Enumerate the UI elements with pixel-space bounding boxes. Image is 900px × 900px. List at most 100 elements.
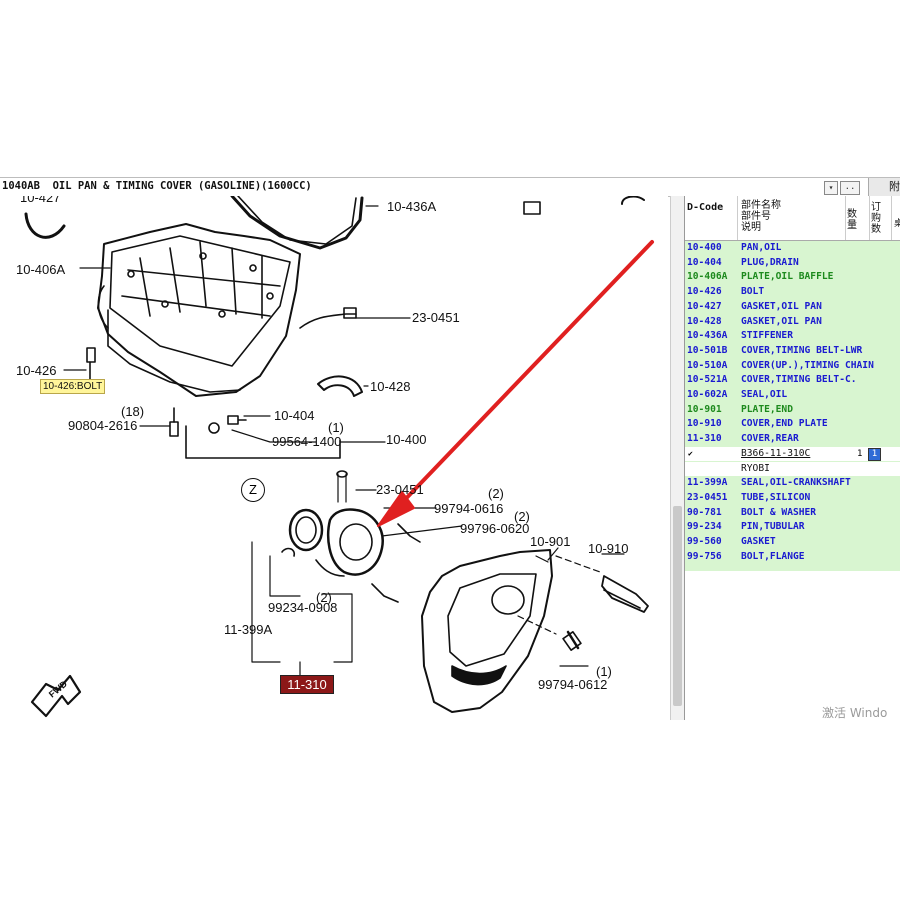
callout-10-428: 10-428 [370,379,411,394]
row-part-name: PLUG,DRAIN [741,256,799,268]
row-dcode: 23-0451 [687,491,728,503]
title-dropdown-button[interactable]: ▾ [824,181,838,195]
table-row[interactable]: 10-426 BOLT [685,285,900,300]
table-row[interactable]: 23-0451 TUBE,SILICON [685,491,900,506]
row-part-name: SEAL,OIL [741,389,788,400]
callout-99796-0620: 99796-0620 [460,521,530,536]
diagram-drawing: FWD [24,196,654,718]
scrollbar-thumb[interactable] [673,506,682,706]
oil-pan-illustration [24,196,364,459]
callout-qty-1a: (1) [328,420,344,435]
callout-qty-18: (18) [121,404,145,419]
activation-watermark: 激活 Windo [822,706,888,720]
table-row[interactable]: 10-501B COVER,TIMING BELT-LWR [685,344,900,359]
title-bar: 1040AB OIL PAN & TIMING COVER (GASOLINE)… [0,177,900,197]
parts-table-header: D-Code 部件名称 部件号 说明 数量 订购数 桌 [685,196,900,241]
detail-z-marker: Z [241,478,265,502]
table-row[interactable]: 99-234 PIN,TUBULAR [685,520,900,535]
row-part-name: BOLT & WASHER [741,506,817,518]
callout-10-910: 10-910 [588,541,629,556]
diagram-scrollbar[interactable] [670,196,685,720]
callout-10-404: 10-404 [274,408,315,423]
callout-99794-0612: 99794-0612 [538,677,608,692]
row-part-name: PIN,TUBULAR [741,521,805,533]
row-dcode: 10-428 [687,315,722,327]
rear-cover-illustration [251,470,589,681]
callout-11-399a: 11-399A [224,622,273,637]
callout-10-901: 10-901 [530,534,571,549]
callout-qty-2b: (2) [514,509,530,524]
row-part-name: COVER,TIMING BELT-LWR [741,344,863,356]
row-part-name: COVER,REAR [741,433,799,445]
row-part-name: COVER,END PLATE [741,418,828,430]
header-quantity[interactable]: 数量 [847,209,857,231]
table-row[interactable]: 10-901 PLATE,END [685,403,900,418]
table-row[interactable]: 10-510A COVER(UP.),TIMING CHAIN [685,359,900,374]
callout-23-0451-top: 23-0451 [412,310,460,325]
row-dcode: 10-427 [687,300,722,312]
selected-check-icon[interactable]: ✔ [688,448,693,458]
row-part-name: COVER(UP.),TIMING CHAIN [741,359,874,371]
row-dcode: 10-426 [687,286,722,298]
header-ordered[interactable]: 订购数 [871,202,881,235]
callout-10-400: 10-400 [386,432,427,447]
row-part-name: BOLT [741,286,765,298]
callout-10-426: 10-426 [16,363,57,378]
row-dcode: 10-436A [687,330,728,342]
callout-99564-1400: 99564-1400 [272,434,342,449]
row-part-name: SEAL,OIL-CRANKSHAFT [741,477,851,489]
diagram-title: 1040AB OIL PAN & TIMING COVER (GASOLINE)… [2,180,312,192]
row-dcode: 99-234 [687,521,722,533]
header-part-name[interactable]: 部件名称 部件号 说明 [741,200,781,233]
row-dcode: 10-400 [687,242,722,253]
row-dcode: 99-560 [687,536,722,547]
end-plate-illustration [421,547,601,713]
header-extra[interactable]: 桌 [894,219,900,229]
leader-lines-upper [63,205,411,443]
row-dcode: 10-521A [687,374,728,386]
callout-qty-2a: (2) [488,486,504,501]
callout-10-427: 10-427 [20,196,61,205]
row-dcode: 10-901 [687,403,722,415]
row-part-name: PAN,OIL [741,242,782,253]
row-dcode: 11-310 [687,433,722,445]
row-dcode: 99-756 [687,550,722,562]
callout-99234-0908: 99234-0908 [268,600,338,615]
part-note-row: RYOBI [685,461,900,477]
row-dcode: 11-399A [687,477,728,489]
exploded-diagram[interactable]: FWD 10-427 10-436A 10-406A 23-0451 10-42… [0,196,668,720]
callout-23-0451-mid: 23-0451 [376,482,424,497]
table-row[interactable]: 11-399A SEAL,OIL-CRANKSHAFT [685,476,900,491]
callout-qty-1b: (1) [596,664,612,679]
table-row[interactable]: 10-910 COVER,END PLATE [685,417,900,432]
row-part-name: PLATE,END [741,403,793,415]
part-note: RYOBI [741,462,770,474]
row-part-name: TUBE,SILICON [741,491,811,503]
row-dcode: 10-910 [687,418,722,430]
row-dcode: 10-501B [687,344,728,356]
table-row[interactable]: 11-310 COVER,REAR [685,432,900,447]
highlighted-part-label[interactable]: 11-310 [280,675,334,694]
red-annotation-arrow [377,240,654,527]
table-row[interactable]: 10-400 PAN,OIL [685,241,900,256]
row-dcode: 10-510A [687,359,728,371]
header-dcode[interactable]: D-Code [687,202,724,213]
table-row[interactable]: 10-602A SEAL,OIL [685,388,900,403]
fwd-arrow: FWD [30,674,82,718]
row-dcode: 10-602A [687,389,728,400]
callout-10-436a: 10-436A [387,199,437,214]
more-button[interactable]: .. [840,181,860,195]
attach-button[interactable]: 附 [868,178,900,196]
order-quantity-input[interactable]: 1 [868,447,881,461]
